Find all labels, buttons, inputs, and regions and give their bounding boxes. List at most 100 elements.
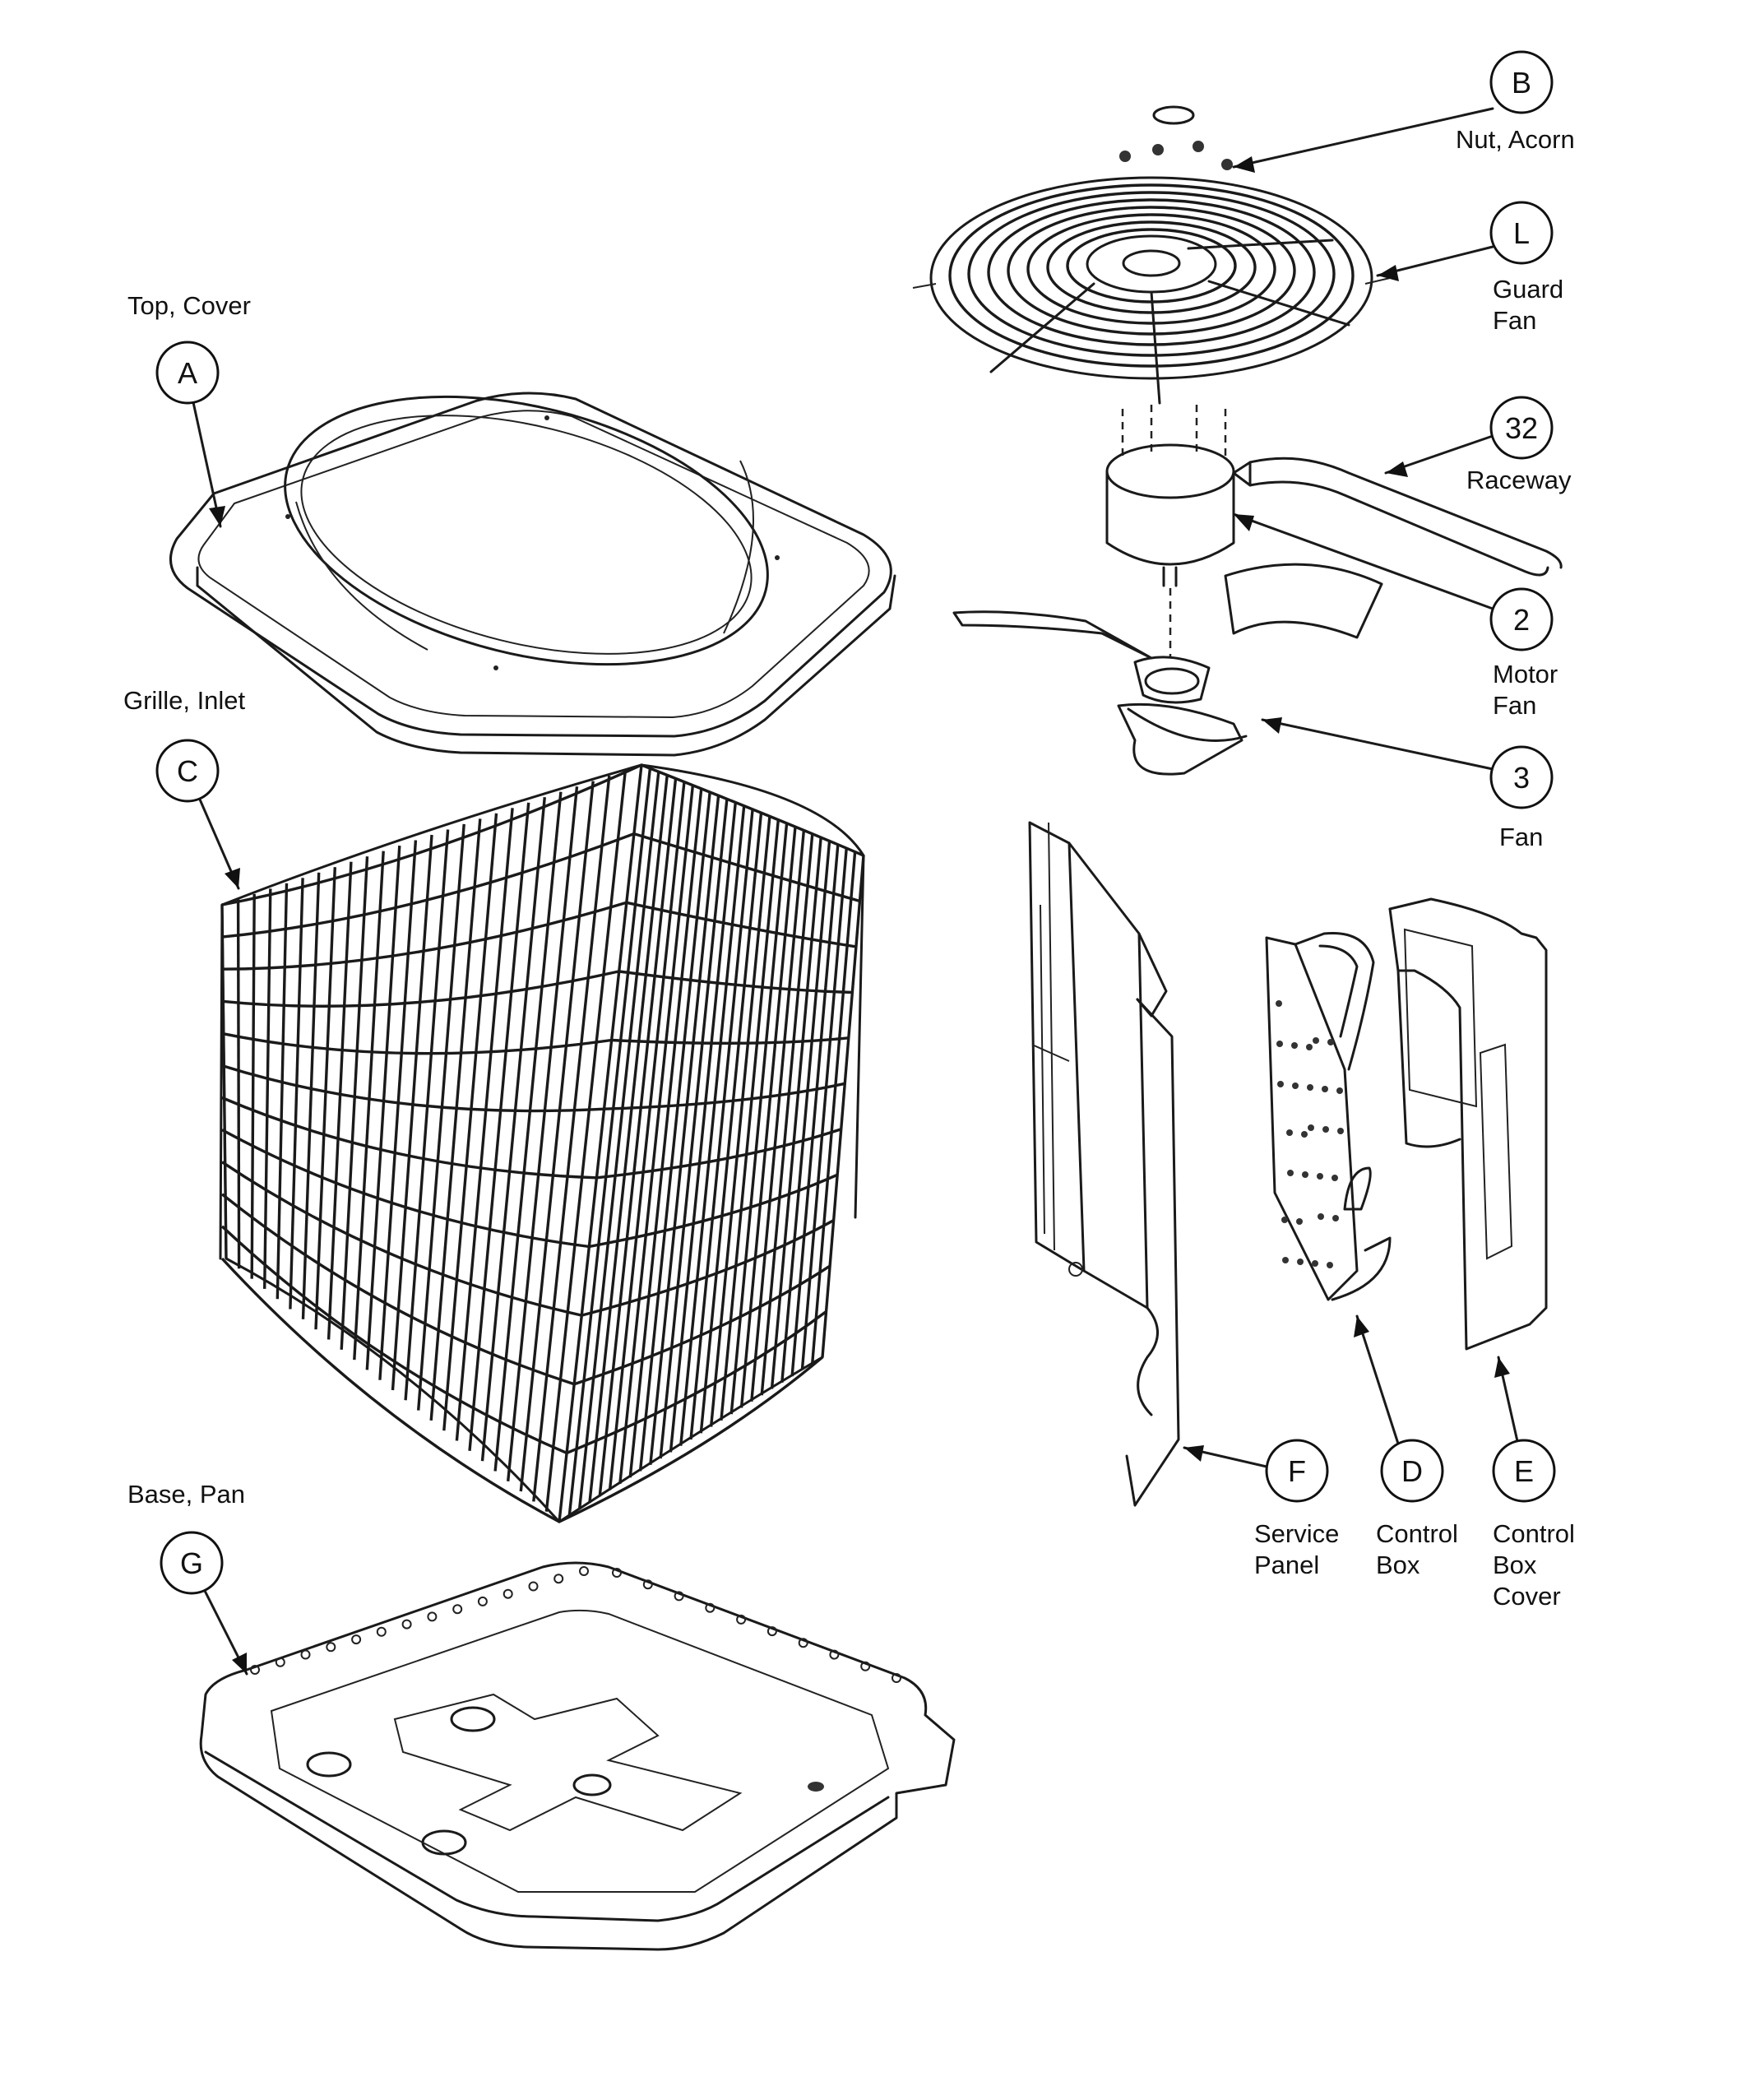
base-pan-hole	[860, 1661, 871, 1671]
callout-part-fan[interactable]: 3 Fan	[1261, 717, 1554, 851]
control-box-hole	[1318, 1213, 1324, 1220]
callout-part-control-box[interactable]: D Control Box	[1354, 1314, 1458, 1579]
fan-guard-drawing	[912, 105, 1391, 405]
grille-vertical-rod	[628, 789, 703, 1478]
grille-vertical-rod	[404, 829, 450, 1401]
label-control-box-line1: Control	[1376, 1519, 1458, 1548]
grille-vertical-rods	[220, 764, 865, 1523]
grille-horizontal-rods	[220, 763, 864, 1523]
label-service-panel-line1: Service	[1254, 1519, 1339, 1548]
callout-2-number: 2	[1513, 603, 1530, 637]
label-base-pan: Base, Pan	[127, 1480, 245, 1509]
base-pan-hole	[528, 1581, 539, 1592]
grille-vertical-rod	[544, 770, 628, 1512]
grille-horizontal-rod	[221, 832, 860, 939]
base-pan-hole	[502, 1588, 513, 1599]
base-pan-hole	[736, 1614, 747, 1625]
control-box-hole	[1292, 1082, 1299, 1089]
grille-vertical-rod	[532, 775, 611, 1502]
callout-e-number: E	[1514, 1454, 1534, 1488]
grille-vertical-rod	[365, 845, 401, 1370]
grille-vertical-rod	[638, 792, 711, 1472]
grille-vertical-rod	[577, 772, 660, 1509]
control-box-hole	[1296, 1218, 1303, 1225]
callout-c-number: C	[177, 754, 198, 788]
base-pan-hole	[351, 1634, 362, 1645]
control-box-hole	[1276, 1041, 1283, 1047]
base-pan-hole	[705, 1602, 716, 1613]
grille-vertical-rod	[340, 856, 369, 1350]
base-pan-hole	[401, 1619, 412, 1629]
grille-vertical-rod	[493, 791, 563, 1472]
grille-horizontal-rod	[221, 1096, 842, 1180]
base-pan-hole	[477, 1596, 488, 1606]
grille-horizontal-rod	[220, 1193, 831, 1386]
control-box-hole	[1331, 1175, 1338, 1181]
control-box-drawing	[1265, 931, 1392, 1301]
grille-vertical-rod	[480, 797, 546, 1462]
grille-horizontal-rod	[221, 1031, 849, 1055]
base-pan-hole	[892, 1673, 901, 1683]
callout-part-service-panel[interactable]: F Service Panel	[1183, 1439, 1339, 1579]
callout-l-number: L	[1513, 216, 1530, 250]
label-fan-motor-line1: Motor	[1493, 660, 1558, 688]
fan-blade-drawing	[952, 563, 1383, 776]
grille-horizontal-rod	[220, 1257, 824, 1523]
callout-part-raceway[interactable]: 32 Raceway	[1384, 396, 1572, 494]
base-pan-drawing	[199, 1561, 956, 1951]
grille-vertical-rod	[276, 883, 289, 1300]
callout-part-fan-guard[interactable]: L Guard Fan	[1376, 201, 1563, 335]
callout-part-control-box-cover[interactable]: E Control Box Cover	[1492, 1356, 1575, 1611]
control-box-hole	[1282, 1257, 1289, 1263]
grille-vertical-rod	[699, 814, 763, 1434]
callout-g-number: G	[180, 1546, 203, 1580]
callouts: A Top, Cover B Nut, Acorn L Guard Fan 32…	[123, 50, 1575, 1676]
label-service-panel-line2: Panel	[1254, 1551, 1319, 1579]
inlet-grille-drawing	[219, 763, 865, 1523]
control-box-hole	[1337, 1128, 1344, 1134]
grille-vertical-rod	[250, 893, 256, 1279]
grille-vertical-rod	[519, 781, 595, 1492]
service-panel-drawing	[1028, 821, 1180, 1507]
base-pan-hole	[250, 1665, 260, 1675]
grille-horizontal-rod	[221, 1064, 845, 1113]
control-box-hole	[1332, 1215, 1339, 1222]
grille-vertical-rod	[588, 775, 669, 1504]
base-pan-hole	[829, 1649, 840, 1660]
control-box-hole	[1317, 1173, 1323, 1180]
control-box-hole	[1307, 1084, 1313, 1091]
control-box-hole	[1308, 1124, 1314, 1131]
control-box-hole	[1286, 1129, 1293, 1136]
callout-d-number: D	[1401, 1454, 1423, 1488]
grille-vertical-rod	[780, 841, 831, 1383]
callout-3-number: 3	[1513, 761, 1530, 795]
top-cover-drawing	[169, 392, 896, 757]
callout-32-number: 32	[1505, 411, 1538, 445]
grille-vertical-rod	[442, 813, 498, 1431]
control-box-hole	[1327, 1262, 1333, 1268]
grille-vertical-rod	[301, 872, 321, 1319]
control-box-mounting-holes	[1276, 1000, 1344, 1268]
control-box-hole	[1306, 1044, 1313, 1050]
grille-vertical-rod	[567, 768, 652, 1516]
label-raceway: Raceway	[1466, 466, 1572, 494]
callout-part-inlet-grille[interactable]: C Grille, Inlet	[123, 686, 246, 890]
base-pan-hole	[553, 1574, 564, 1584]
base-pan-hole	[275, 1657, 285, 1667]
callout-part-top-cover[interactable]: A Top, Cover	[127, 291, 251, 528]
control-box-hole	[1312, 1260, 1318, 1267]
callout-part-fan-motor[interactable]: 2 Motor Fan	[1232, 512, 1558, 720]
control-box-hole	[1322, 1086, 1328, 1092]
callout-part-base-pan[interactable]: G Base, Pan	[127, 1480, 248, 1676]
label-control-box-line2: Box	[1376, 1551, 1420, 1579]
grille-vertical-rod	[811, 851, 857, 1364]
grille-vertical-rod	[608, 782, 686, 1490]
label-fan-motor-line2: Fan	[1493, 691, 1536, 720]
base-pan-hole	[326, 1642, 336, 1653]
control-box-hole	[1313, 1037, 1319, 1044]
control-box-hole	[1287, 1170, 1294, 1176]
callout-part-acorn-nut[interactable]: B Nut, Acorn	[1232, 50, 1575, 173]
control-box-hole	[1277, 1081, 1284, 1087]
base-pan-hole	[612, 1568, 622, 1578]
